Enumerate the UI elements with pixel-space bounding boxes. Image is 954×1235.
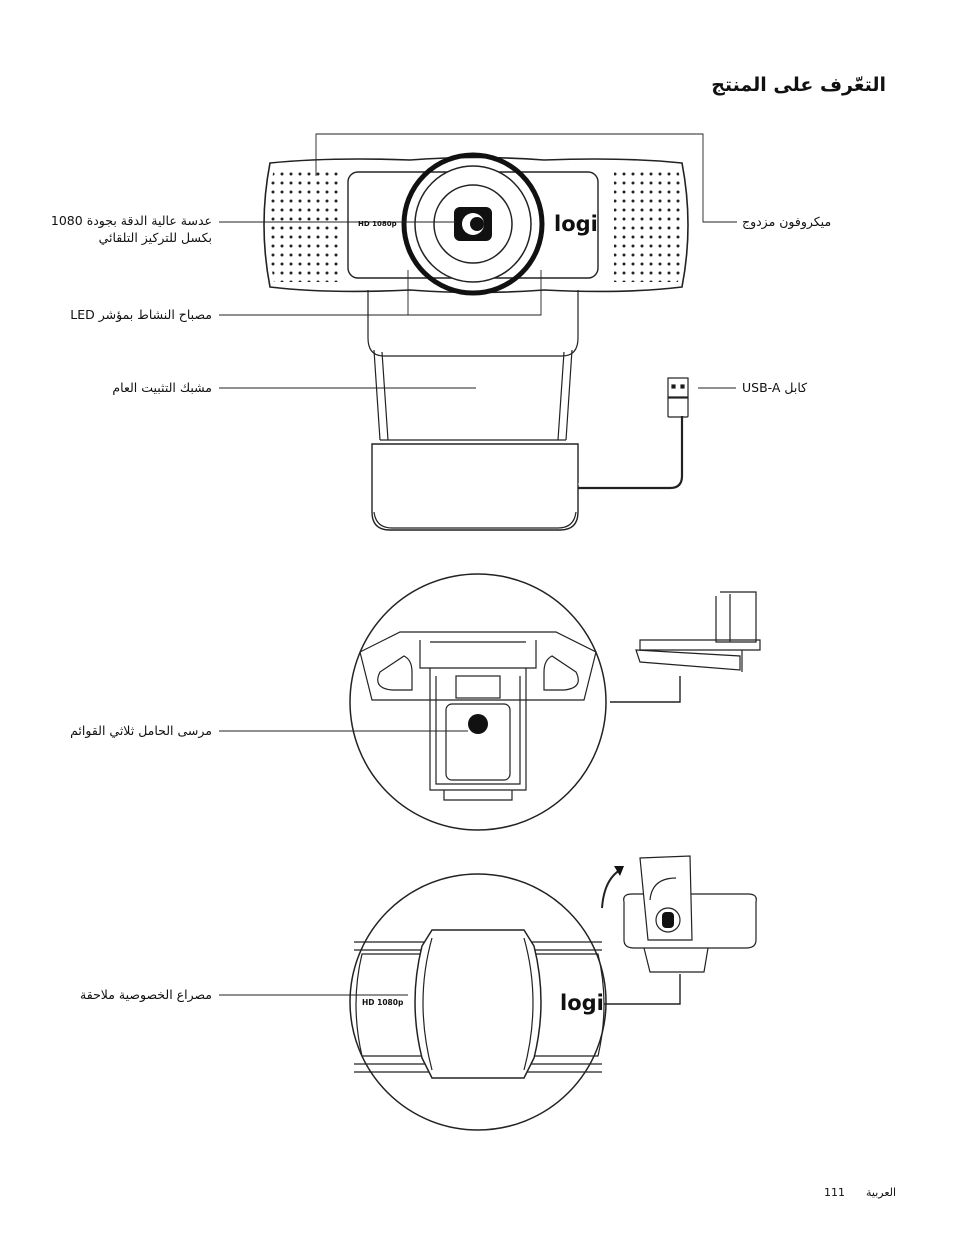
label-clip: مشبك التثبيت العام xyxy=(112,380,212,395)
label-led: مصباح النشاط بمؤشر LED xyxy=(70,307,212,322)
label-usb: كابل USB-A xyxy=(742,380,808,395)
label-tripod: مرسى الحامل ثلاثي القوائم xyxy=(70,723,212,738)
label-shutter: مصراع الخصوصية ملاحقة xyxy=(80,987,212,1002)
hd-badge-text: HD 1080p xyxy=(358,220,397,228)
tripod-detail xyxy=(219,573,761,831)
logi-logo-text: logi xyxy=(554,212,598,236)
footer-language: العربية xyxy=(866,1186,897,1199)
privacy-shutter-detail xyxy=(219,855,757,1131)
logi-logo-text-shutter: logi xyxy=(560,991,604,1015)
label-lens: عدسة عالية الدقة بجودة 1080 بكسل للتركيز… xyxy=(50,213,212,245)
page-title: التعّرف على المنتج xyxy=(711,74,886,96)
hd-badge-text-shutter: HD 1080p xyxy=(362,998,404,1007)
label-mics: ميكروفون مزدوج xyxy=(742,214,832,229)
webcam-front xyxy=(263,152,689,531)
leader-lines-top xyxy=(219,133,737,389)
footer-page-number: 111 xyxy=(824,1186,845,1199)
